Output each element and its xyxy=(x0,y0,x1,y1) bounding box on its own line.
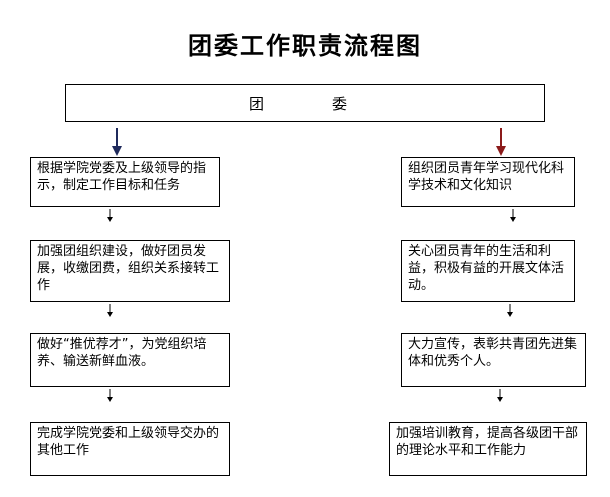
arrow-right-main-head xyxy=(496,146,506,156)
arrow-right-2-head xyxy=(507,312,513,317)
arrow-left-3-head xyxy=(107,397,113,402)
arrow-left-2-head xyxy=(107,312,113,317)
top-box-char-2: 委 xyxy=(332,95,348,113)
right-step-4: 加强培训教育，提高各级团干部的理论水平和工作能力 xyxy=(389,422,587,476)
arrow-left-1-head xyxy=(107,217,113,222)
arrow-right-3-head xyxy=(497,397,503,402)
arrow-left-main-head xyxy=(112,146,122,156)
page-title: 团委工作职责流程图 xyxy=(188,32,422,60)
arrow-right-1-head xyxy=(510,217,516,222)
right-step-3: 大力宣传，表彰共青团先进集体和优秀个人。 xyxy=(401,333,586,387)
right-step-2: 关心团员青年的生活和利益，积极有益的开展文体活动。 xyxy=(401,240,575,302)
right-step-1: 组织团员青年学习现代化科学技术和文化知识 xyxy=(401,157,575,207)
left-step-1: 根据学院党委及上级领导的指示，制定工作目标和任务 xyxy=(30,157,220,207)
left-step-4: 完成学院党委和上级领导交办的其他工作 xyxy=(30,422,230,476)
left-step-3: 做好“推优荐才”，为党组织培养、输送新鲜血液。 xyxy=(30,333,230,387)
top-box-tuanwei: 团 委 xyxy=(65,84,545,122)
top-box-char-1: 团 xyxy=(249,95,265,113)
left-step-2: 加强团组织建设，做好团员发展，收缴团费，组织关系接转工作 xyxy=(30,240,230,302)
